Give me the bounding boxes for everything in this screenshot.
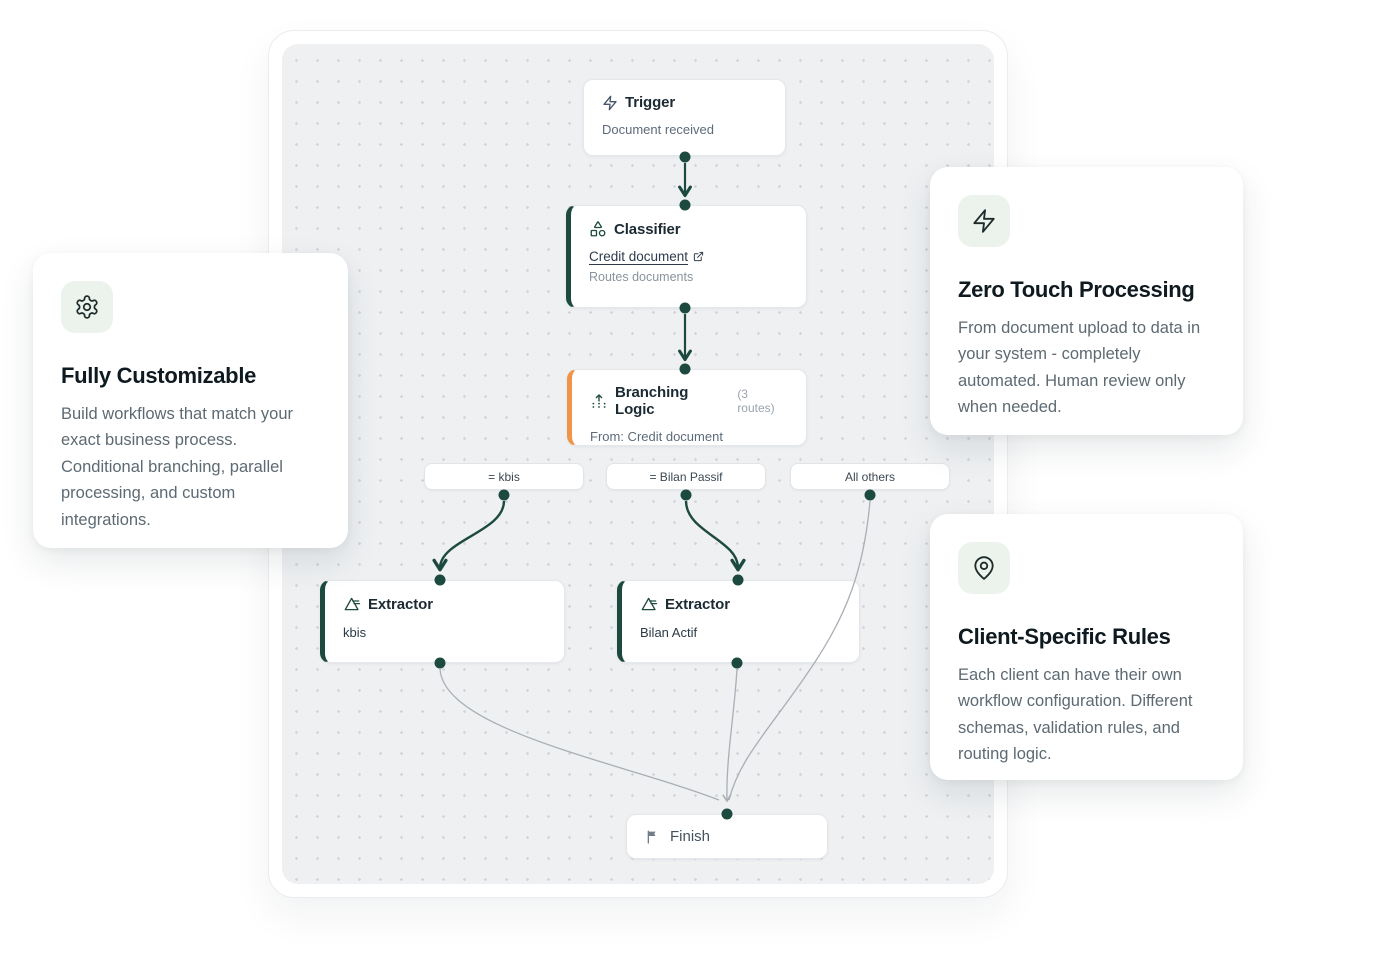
feature-card-body: From document upload to data in your sys… bbox=[958, 319, 1201, 417]
branching-node-subtitle: From: Credit document bbox=[590, 429, 723, 444]
extractor-node-bilan-actif[interactable]: Extractor Bilan Actif bbox=[617, 580, 860, 663]
classifier-node[interactable]: Classifier Credit document Routes docume… bbox=[566, 205, 807, 308]
branching-node-title: Branching Logic bbox=[615, 384, 689, 418]
shapes-icon bbox=[589, 220, 607, 238]
trigger-node-title: Trigger bbox=[625, 94, 676, 111]
route-pill-all-others[interactable]: All others bbox=[790, 463, 950, 490]
extractor-right-title: Extractor bbox=[665, 595, 730, 613]
branch-split-icon bbox=[590, 392, 608, 410]
finish-node[interactable]: Finish bbox=[626, 814, 828, 859]
prism-icon bbox=[343, 595, 361, 613]
extractor-left-title: Extractor bbox=[368, 595, 433, 613]
route-pill-kbis[interactable]: = kbis bbox=[424, 463, 584, 490]
feature-card-title: Fully Customizable bbox=[61, 363, 257, 388]
lightning-icon-tile bbox=[958, 195, 1010, 247]
map-pin-icon bbox=[971, 555, 997, 581]
extractor-left-subtitle: kbis bbox=[343, 625, 367, 640]
extractor-right-subtitle: Bilan Actif bbox=[640, 625, 698, 640]
extractor-node-kbis[interactable]: Extractor kbis bbox=[320, 580, 565, 663]
gear-icon-tile bbox=[61, 281, 113, 333]
branching-logic-node[interactable]: Branching Logic (3 routes) From: Credit … bbox=[567, 369, 807, 446]
gear-icon bbox=[74, 294, 100, 320]
feature-card-fully-customizable: Fully Customizable Build workflows that … bbox=[33, 253, 348, 548]
feature-card-body: Each client can have their own workflow … bbox=[958, 666, 1193, 764]
lightning-icon bbox=[971, 208, 997, 234]
classifier-document-link[interactable]: Credit document bbox=[589, 249, 689, 264]
feature-card-zero-touch: Zero Touch Processing From document uplo… bbox=[930, 167, 1243, 435]
map-pin-icon-tile bbox=[958, 542, 1010, 594]
classifier-node-title: Classifier bbox=[614, 220, 681, 238]
feature-card-title: Zero Touch Processing bbox=[958, 277, 1195, 302]
feature-card-title: Client-Specific Rules bbox=[958, 624, 1171, 649]
trigger-node-subtitle: Document received bbox=[602, 122, 714, 137]
prism-icon bbox=[640, 595, 658, 613]
route-pill-bilan-passif[interactable]: = Bilan Passif bbox=[606, 463, 766, 490]
flag-icon bbox=[645, 829, 661, 845]
finish-node-title: Finish bbox=[670, 828, 711, 845]
feature-card-client-rules: Client-Specific Rules Each client can ha… bbox=[930, 514, 1243, 780]
zap-icon bbox=[602, 95, 618, 111]
classifier-node-subtitle: Routes documents bbox=[589, 270, 694, 284]
trigger-node[interactable]: Trigger Document received bbox=[583, 79, 786, 156]
feature-card-body: Build workflows that match your exact bu… bbox=[61, 405, 294, 529]
routes-count-badge: (3 routes) bbox=[737, 387, 775, 415]
external-link-icon bbox=[693, 251, 704, 262]
